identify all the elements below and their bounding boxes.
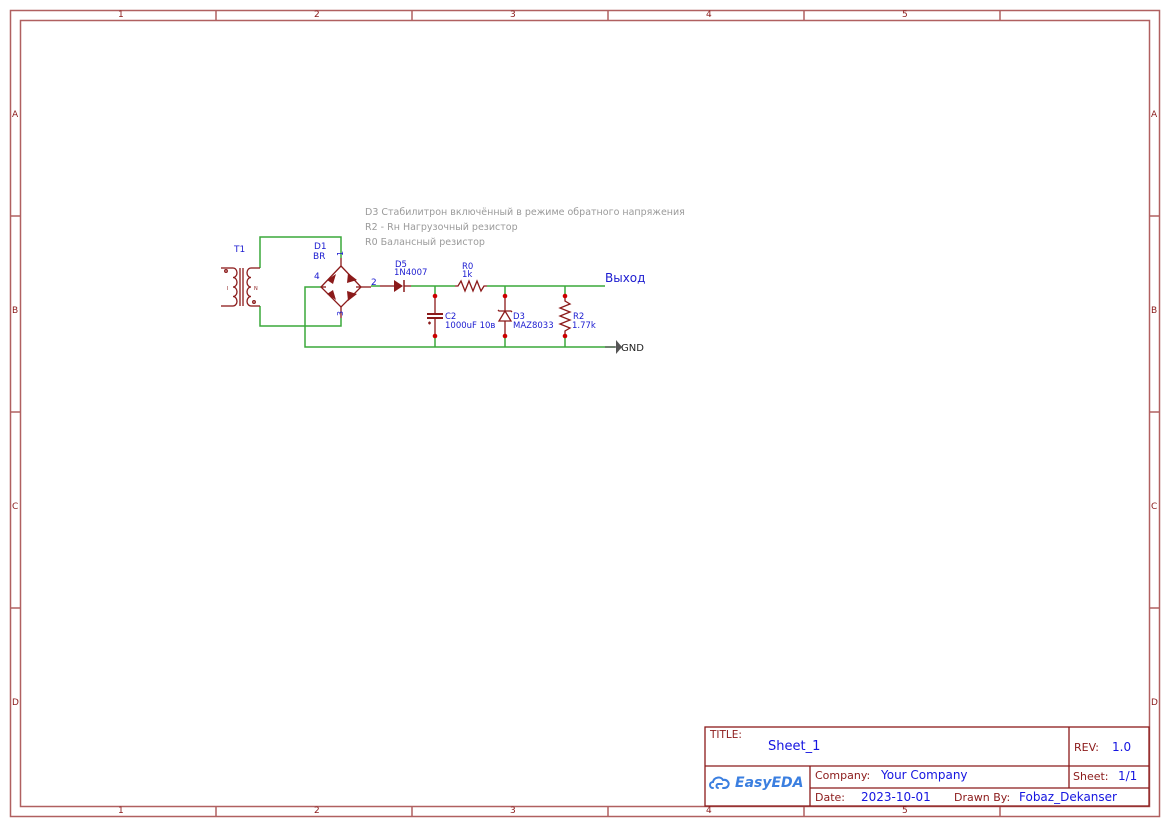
column-label-bottom: 1 — [118, 806, 124, 816]
d5-value: 1N4007 — [394, 268, 428, 278]
d1-ref: D1 — [314, 242, 327, 252]
transformer-t1-symbol — [221, 267, 260, 307]
column-label-top: 3 — [510, 10, 516, 20]
drawn-by-value: Fobaz_Dekanser — [1019, 790, 1117, 804]
c2-ref: C2 — [445, 312, 457, 322]
r0-value: 1k — [462, 270, 473, 280]
schematic-note: R2 - Rн Нагрузочный резистор — [365, 222, 518, 233]
schematic-note: R0 Балансный резистор — [365, 237, 485, 248]
output-net-label: Выход — [605, 271, 646, 285]
title-label: TITLE: — [710, 729, 742, 741]
column-label-top: 4 — [706, 10, 712, 20]
bridge-rectifier-d1-symbol — [320, 258, 371, 318]
column-label-bottom: 3 — [510, 806, 516, 816]
cloud-icon — [709, 776, 730, 789]
drawn-by-label: Drawn By: — [954, 791, 1011, 804]
column-label-bottom: 4 — [706, 806, 712, 816]
d1-pin-3: 3 — [336, 311, 345, 316]
t1-secondary-label: N — [254, 286, 258, 292]
capacitor-c2-symbol — [427, 296, 443, 336]
gnd-label: GND — [621, 343, 644, 354]
title-value: Sheet_1 — [768, 739, 821, 754]
row-label-left: C — [12, 502, 19, 512]
column-label-top: 2 — [314, 10, 320, 20]
sheet-label: Sheet: — [1073, 770, 1109, 783]
d1-pin-1: 1 — [336, 251, 345, 256]
d5-ref: D5 — [395, 260, 407, 270]
row-label-right: D — [1151, 698, 1158, 708]
company-value: Your Company — [881, 768, 968, 782]
column-label-bottom: 2 — [314, 806, 320, 816]
d1-value: BR — [313, 252, 326, 262]
logo-text: EasyEDA — [735, 775, 804, 791]
rev-value: 1.0 — [1112, 740, 1132, 754]
wires — [259, 236, 615, 348]
rev-label: REV: — [1074, 741, 1099, 754]
resistor-r2-symbol — [558, 296, 572, 336]
row-label-left: D — [12, 698, 19, 708]
r2-value: 1.77k — [572, 321, 596, 331]
d3-ref: D3 — [513, 312, 525, 322]
sheet-value: 1/1 — [1118, 769, 1138, 783]
row-label-right: C — [1151, 502, 1158, 512]
schematic-note: D3 Стабилитрон включённый в режиме обрат… — [365, 207, 685, 218]
junction-dots — [432, 293, 568, 339]
d1-pin-2: 2 — [371, 278, 377, 288]
gnd-symbol — [605, 340, 622, 354]
c2-value: 1000uF 10в — [445, 321, 496, 331]
d1-pin-4: 4 — [314, 272, 320, 282]
easyeda-logo: EasyEDA — [708, 775, 804, 791]
column-label-top: 1 — [118, 10, 124, 20]
date-label: Date: — [815, 791, 845, 804]
column-label-bottom: 5 — [902, 806, 908, 816]
resistor-r0-symbol — [455, 279, 487, 293]
d3-value: MAZ8033 — [513, 321, 554, 331]
diode-d5-symbol — [380, 280, 411, 292]
company-label: Company: — [815, 769, 871, 782]
zener-diode-d3-symbol — [497, 296, 513, 336]
t1-primary-label: I — [227, 286, 228, 292]
t1-ref: T1 — [234, 245, 246, 255]
r0-ref: R0 — [462, 262, 474, 272]
row-label-left: B — [12, 306, 19, 316]
row-label-right: B — [1151, 306, 1158, 316]
date-value: 2023-10-01 — [861, 790, 931, 804]
row-label-left: A — [12, 110, 19, 120]
r2-ref: R2 — [573, 312, 585, 322]
column-label-top: 5 — [902, 10, 908, 20]
row-label-right: A — [1151, 110, 1158, 120]
